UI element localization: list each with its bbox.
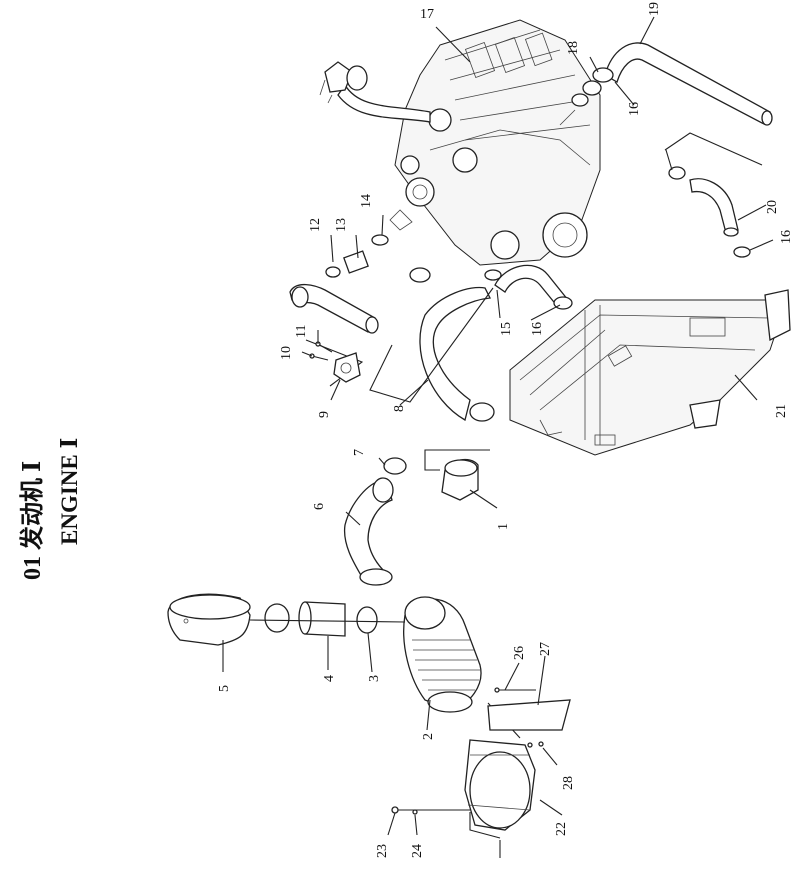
bracket-9-11 (309, 341, 361, 383)
callout-3: 3 (367, 675, 382, 682)
elbow-1-part (383, 449, 490, 501)
callout-10: 10 (279, 346, 294, 360)
callout-8: 8 (392, 405, 407, 412)
callout-6: 6 (312, 503, 327, 510)
callout-12: 12 (308, 218, 323, 232)
callout-1: 1 (496, 523, 511, 530)
callout-17: 17 (420, 7, 434, 22)
callout-13: 13 (334, 218, 349, 232)
callout-20: 20 (765, 200, 780, 214)
pipe-group-12-14 (289, 234, 389, 387)
upper-right-pipe-part (559, 42, 773, 126)
diagram-title-chinese: 01 发动机 Ⅰ (20, 460, 46, 580)
hose-6-part (343, 477, 394, 586)
callout-4: 4 (322, 675, 337, 682)
callout-18: 18 (566, 41, 581, 55)
diagram-title-english: ENGINE Ⅰ (57, 437, 82, 545)
callout-15: 15 (499, 322, 514, 336)
callout-19: 19 (647, 2, 662, 16)
mount-bracket-part (391, 687, 571, 839)
callout-24: 24 (410, 844, 425, 858)
intercooler-part (509, 289, 791, 456)
leader-lines (222, 16, 774, 858)
callout-11: 11 (294, 325, 309, 338)
callout-9: 9 (317, 411, 332, 418)
callout-21: 21 (774, 404, 789, 418)
callout-labels: 1 2 3 4 5 6 7 8 9 10 11 12 13 14 15 16 1… (217, 2, 794, 858)
prefilter-set-part (167, 593, 406, 646)
callout-28: 28 (561, 776, 576, 790)
callout-23: 23 (375, 844, 390, 858)
callout-16-b: 16 (627, 102, 642, 116)
callout-16-a: 16 (530, 322, 545, 336)
callout-7: 7 (352, 449, 367, 456)
callout-27: 27 (538, 642, 553, 656)
hose-15-part (409, 264, 573, 310)
callout-2: 2 (421, 733, 436, 740)
callout-5: 5 (217, 685, 232, 692)
hose-8-part (369, 286, 495, 422)
air-filter-part (403, 596, 482, 713)
callout-14: 14 (359, 194, 374, 208)
callout-22: 22 (554, 822, 569, 836)
callout-26: 26 (512, 646, 527, 660)
callout-16-c: 16 (779, 230, 794, 244)
right-elbow-part (664, 132, 763, 258)
engine-block-part (319, 19, 601, 266)
